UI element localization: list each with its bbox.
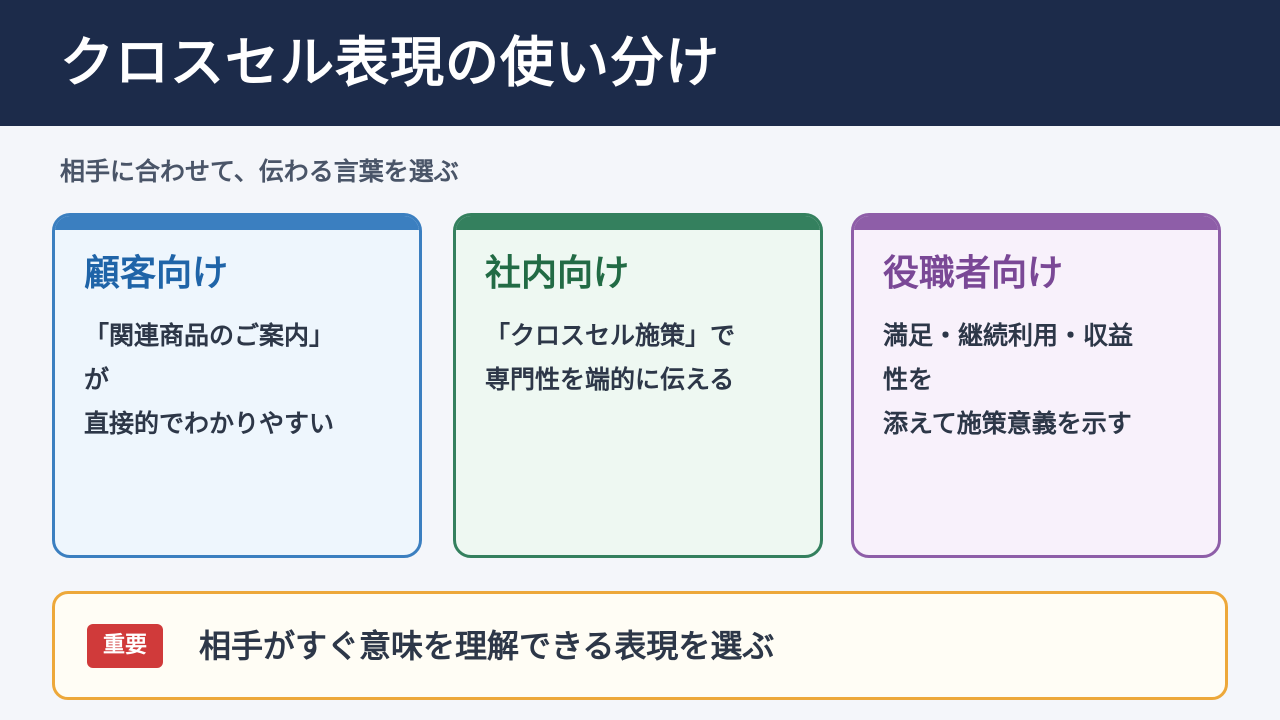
card-body-line: 「クロスセル施策」で [485, 321, 736, 350]
important-badge: 重要 [87, 624, 164, 668]
card-body-line: 満足・継続利用・収益 [883, 321, 1134, 350]
card-body-line: 性を [883, 365, 934, 394]
card-title: 社内向け [485, 253, 630, 294]
card-customer: 顧客向け 「関連商品のご案内」 が 直接的でわかりやすい [52, 213, 422, 558]
important-callout: 重要 相手がすぐ意味を理解できる表現を選ぶ [52, 591, 1228, 700]
card-title: 役職者向け [883, 253, 1064, 294]
card-accent-bar [854, 216, 1218, 230]
card-body: 「クロスセル施策」で 専門性を端的に伝える [485, 314, 785, 402]
card-body-line: 直接的でわかりやすい [84, 409, 335, 438]
card-body: 「関連商品のご案内」 が 直接的でわかりやすい [84, 314, 384, 446]
card-body-line: が [84, 365, 110, 394]
card-accent-bar [55, 216, 419, 230]
card-title: 顧客向け [84, 253, 229, 294]
card-executive: 役職者向け 満足・継続利用・収益 性を 添えて施策意義を示す [851, 213, 1221, 558]
card-accent-bar [456, 216, 820, 230]
card-body-line: 「関連商品のご案内」 [84, 321, 335, 350]
header-bar: クロスセル表現の使い分け [0, 0, 1280, 126]
page-subtitle: 相手に合わせて、伝わる言葉を選ぶ [60, 157, 459, 186]
important-text: 相手がすぐ意味を理解できる表現を選ぶ [199, 627, 775, 665]
card-body-line: 添えて施策意義を示す [883, 409, 1132, 438]
card-body: 満足・継続利用・収益 性を 添えて施策意義を示す [883, 314, 1183, 446]
card-internal: 社内向け 「クロスセル施策」で 専門性を端的に伝える [453, 213, 823, 558]
page-title: クロスセル表現の使い分け [60, 31, 720, 94]
card-body-line: 専門性を端的に伝える [485, 365, 735, 394]
